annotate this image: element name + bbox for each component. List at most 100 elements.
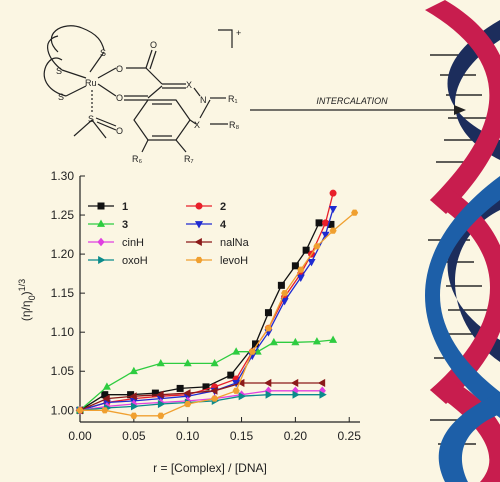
- data-point: [156, 390, 164, 399]
- legend-marker: [97, 202, 105, 210]
- data-point: [329, 335, 338, 343]
- dna-strand-red-lower: [430, 376, 500, 482]
- atom-o-ketone: O: [116, 93, 123, 103]
- data-point: [184, 400, 192, 408]
- x-tick-label: 0.00: [68, 429, 92, 443]
- data-point: [312, 337, 321, 345]
- atom-r1: R₁: [228, 94, 238, 104]
- data-point: [238, 392, 247, 401]
- legend-label: oxoH: [122, 255, 148, 267]
- legend-marker: [195, 202, 203, 210]
- series-line: [79, 390, 323, 411]
- data-point: [269, 337, 278, 346]
- data-point: [281, 290, 289, 297]
- data-point: [297, 266, 305, 273]
- atom-x-ring: X: [194, 120, 200, 130]
- y-tick-label: 1.20: [51, 247, 75, 261]
- chemical-structure-scheme: [43, 25, 233, 153]
- data-point: [329, 205, 338, 214]
- series-line: [79, 208, 334, 411]
- atom-o-dmso: O: [116, 126, 123, 136]
- series-line: [79, 193, 334, 411]
- data-point: [296, 274, 305, 282]
- data-point: [76, 407, 84, 414]
- legend-entry-1: 1: [88, 201, 128, 213]
- y-tick-label: 1.15: [51, 286, 75, 300]
- atom-o-carbonyl: O: [150, 40, 157, 50]
- dna-double-helix-illustration: [425, 0, 500, 482]
- legend-entry-4: 4: [186, 219, 227, 231]
- atom-n: N: [200, 95, 207, 105]
- series-line: [79, 382, 323, 411]
- legend-marker: [96, 219, 106, 227]
- atom-s-bottom: S: [58, 92, 64, 102]
- legend-entry-2: 2: [186, 201, 226, 213]
- data-point: [319, 390, 327, 399]
- legend-label: 4: [220, 219, 227, 231]
- x-axis-label: r = [Complex] / [DNA]: [153, 461, 267, 475]
- legend-label: 1: [122, 201, 128, 213]
- data-point: [130, 412, 138, 419]
- legend-marker: [195, 256, 203, 264]
- atom-x-top: X: [186, 80, 192, 90]
- x-tick-label: 0.15: [230, 429, 254, 443]
- legend-label: cinH: [122, 237, 144, 249]
- legend-entry-cinH: cinH: [88, 237, 144, 249]
- x-tick-label: 0.10: [176, 429, 200, 443]
- data-point: [129, 366, 138, 375]
- data-point: [321, 231, 330, 240]
- legend-marker: [194, 221, 204, 229]
- data-point: [183, 358, 192, 367]
- complex-charge: +: [236, 28, 241, 38]
- data-point: [248, 348, 256, 355]
- atom-o-carboxylate: O: [116, 64, 123, 74]
- legend-marker: [97, 237, 105, 247]
- dna-strand-blue-middle: [425, 176, 500, 418]
- atom-ru: Ru: [85, 78, 97, 88]
- atom-s-dmso: S: [88, 114, 94, 124]
- data-point: [351, 209, 359, 216]
- data-point: [156, 358, 165, 367]
- dna-strand-red-middle: [430, 186, 500, 404]
- atom-r6: R₆: [132, 154, 142, 164]
- data-point: [265, 390, 273, 399]
- y-tick-label: 1.30: [51, 169, 75, 183]
- data-point: [237, 378, 245, 387]
- data-point: [232, 347, 241, 355]
- data-point: [291, 337, 300, 346]
- dna-strand-navy: [447, 20, 500, 160]
- y-axis-label: (η/η0)1/3: [17, 279, 37, 321]
- atom-r8: R₈: [229, 120, 239, 130]
- dna-strand-red-upper: [425, 0, 500, 214]
- dna-strand-blue-lower: [438, 392, 500, 482]
- legend-marker: [98, 255, 106, 265]
- legend-label: levoH: [220, 255, 248, 267]
- data-point: [176, 384, 184, 392]
- data-point: [130, 402, 139, 411]
- legend-entry-nalNa: nalNa: [186, 237, 250, 249]
- data-point: [329, 227, 337, 234]
- data-point: [157, 412, 165, 419]
- data-point: [264, 309, 272, 317]
- data-point: [329, 189, 337, 197]
- legend-label: 2: [220, 201, 226, 213]
- y-tick-label: 1.25: [51, 208, 75, 222]
- data-point: [129, 392, 137, 401]
- data-point: [183, 389, 191, 398]
- series-levoH: [76, 209, 359, 419]
- data-point: [102, 394, 110, 403]
- data-point: [210, 386, 218, 395]
- x-tick-label: 0.05: [122, 429, 146, 443]
- atom-s-top: S: [100, 48, 106, 58]
- data-point: [317, 378, 326, 387]
- y-tick-label: 1.05: [51, 364, 75, 378]
- data-point: [302, 246, 310, 254]
- atom-s-left: S: [56, 66, 62, 76]
- x-tick-label: 0.20: [284, 429, 308, 443]
- data-point: [101, 407, 109, 414]
- data-point: [227, 371, 235, 379]
